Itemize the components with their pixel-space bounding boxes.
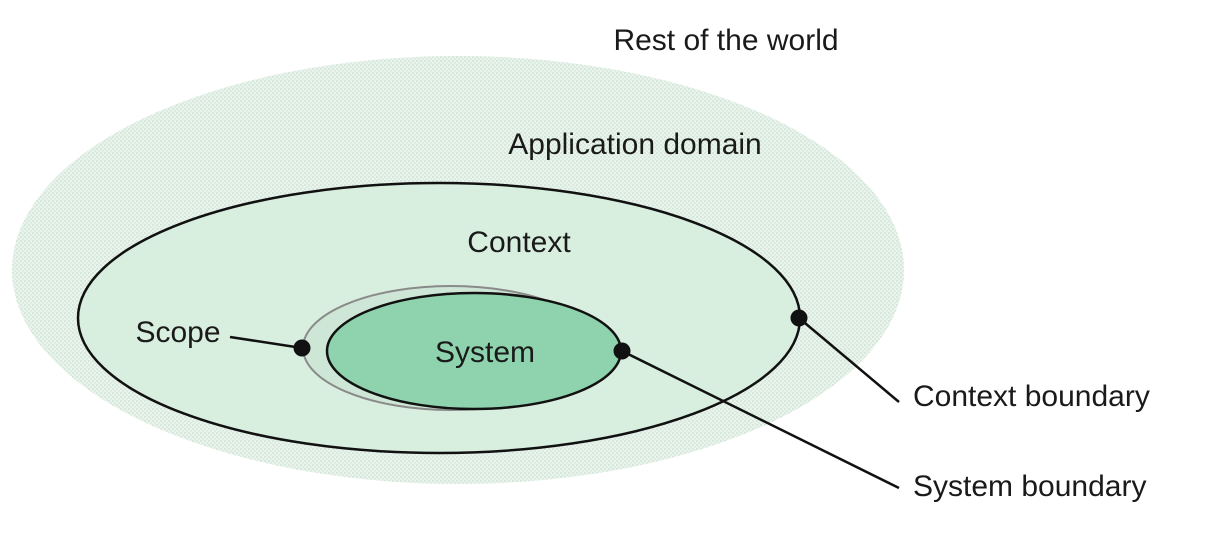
context-label: Context <box>467 226 571 259</box>
scope-label: Scope <box>135 316 220 349</box>
scope-boundary-point <box>293 339 311 357</box>
context-boundary-leader-line <box>798 317 900 403</box>
system-boundary-leader-line <box>621 349 900 490</box>
system-boundary-point <box>613 342 631 360</box>
context-boundary-label: Context boundary <box>913 380 1150 413</box>
context-boundary-point <box>790 309 808 327</box>
scope-leader-line <box>229 335 303 350</box>
rest-of-world-label: Rest of the world <box>613 24 838 57</box>
system-label: System <box>435 336 535 369</box>
system-boundary-label: System boundary <box>913 470 1146 503</box>
application-domain-label: Application domain <box>508 128 762 161</box>
